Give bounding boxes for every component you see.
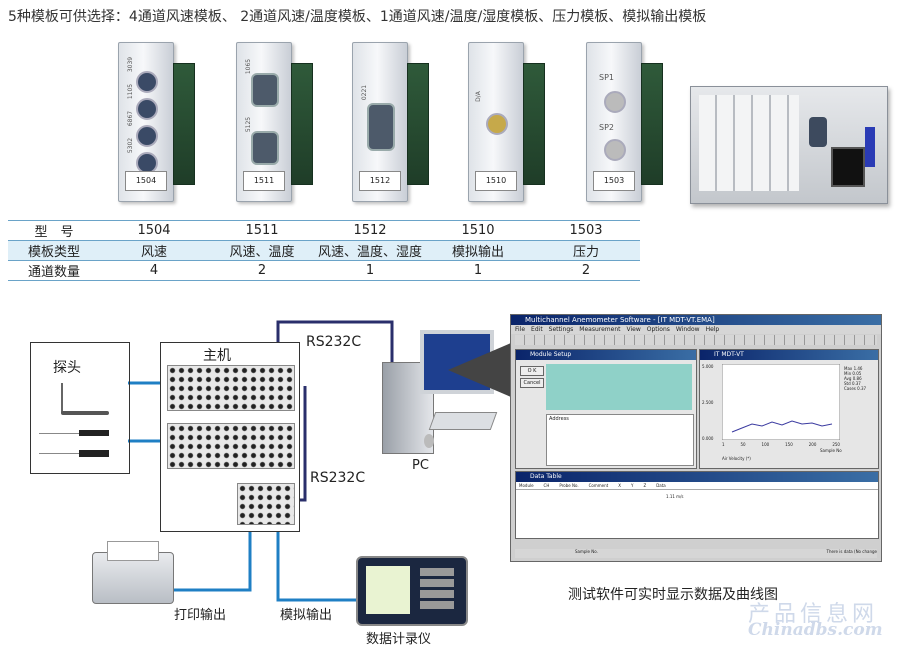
menu-item-file[interactable]: File <box>515 326 526 333</box>
db-connector-icon <box>251 131 279 165</box>
software-caption: 测试软件可实时显示数据及曲线图 <box>568 587 778 603</box>
module-card-1504: 3039 1105 6867 5302 1504 <box>118 42 195 202</box>
watermark-cn: 产品信息网 <box>748 602 879 627</box>
recorder-label: 数据计录仪 <box>366 632 432 647</box>
bnc-connector-icon <box>486 113 508 135</box>
mouse-icon <box>424 434 434 448</box>
keyboard-icon <box>428 412 498 430</box>
host-label: 主机 <box>203 348 231 364</box>
menu-item-help[interactable]: Help <box>705 326 720 333</box>
db-connector-icon <box>367 103 395 151</box>
stats-panel: Max 1.46 Min 0.05 Avg 0.86 Std 0.37 Case… <box>844 366 867 391</box>
menu-item-options[interactable]: Options <box>646 326 670 333</box>
menu-item-window[interactable]: Window <box>675 326 700 333</box>
status-bar: Sample No. There is data (No change <box>515 549 877 558</box>
card-label: 1510 <box>475 171 517 191</box>
rs232-label-top: RS232C <box>306 334 362 350</box>
menu-bar: File Edit Settings Measurement View Opti… <box>511 325 881 334</box>
watermark-en: Chinadbs.com <box>748 620 883 640</box>
module-setup-window: Module Setup O K Cancel Address <box>515 349 697 469</box>
host-module-icon <box>167 423 295 469</box>
chassis-image <box>690 86 888 204</box>
rs232-label-bottom: RS232C <box>310 470 366 486</box>
module-card-1512: 0221 1512 <box>352 42 429 202</box>
data-recorder-icon <box>356 556 468 626</box>
host-module-icon <box>237 483 295 525</box>
pressure-port-icon <box>604 91 626 113</box>
probe-icon <box>61 411 109 415</box>
probe-label: 探头 <box>53 360 81 376</box>
card-label: 1511 <box>243 171 285 191</box>
data-table-window: Data Table Module CH Probe No. Comment X… <box>515 471 879 539</box>
db-connector-icon <box>251 73 279 107</box>
software-title: Multichannel Anemometer Software - [IT M… <box>511 315 881 325</box>
software-window: Multichannel Anemometer Software - [IT M… <box>510 314 882 562</box>
host-box: 主机 <box>160 342 300 532</box>
toolbar <box>515 335 877 345</box>
printer-label: 打印输出 <box>174 608 227 623</box>
probe-icon <box>61 383 63 413</box>
probe-icon <box>79 450 109 457</box>
module-card-1503: SP1 SP2 1503 <box>586 42 663 202</box>
module-card-1510: D/A 1510 <box>468 42 545 202</box>
connector-icon <box>136 98 158 120</box>
connector-icon <box>136 71 158 93</box>
host-module-icon <box>167 365 295 411</box>
menu-item-settings[interactable]: Settings <box>548 326 574 333</box>
table-row: 模板类型 风速 风速、温度 风速、温度、湿度 模拟输出 压力 <box>8 240 640 261</box>
velocity-chart <box>722 364 840 440</box>
table-row: 型 号 1504 1511 1512 1510 1503 <box>8 220 640 241</box>
menu-item-edit[interactable]: Edit <box>531 326 543 333</box>
table-row: 通道数量 4 2 1 1 2 <box>8 260 640 281</box>
connector-icon <box>136 125 158 147</box>
card-label: 1512 <box>359 171 401 191</box>
card-label: 1503 <box>593 171 635 191</box>
pressure-port-icon <box>604 139 626 161</box>
ok-button[interactable]: O K <box>520 366 544 376</box>
spec-table: 型 号 1504 1511 1512 1510 1503 模板类型 风速 风速、… <box>8 220 640 281</box>
analog-output-label: 模拟输出 <box>280 608 333 623</box>
menu-item-measurement[interactable]: Measurement <box>579 326 621 333</box>
menu-item-view[interactable]: View <box>626 326 641 333</box>
cancel-button[interactable]: Cancel <box>520 378 544 388</box>
printer-icon <box>92 541 174 604</box>
page-title: 5种模板可供选择：4通道风速模板、 2通道风速/温度模板、1通道风速/温度/湿度… <box>8 9 707 25</box>
chart-window: IT MDT-VT 5.000 2.500 0.000 1 50 100 150… <box>699 349 879 469</box>
pc-label: PC <box>412 458 429 473</box>
probe-icon <box>79 430 109 436</box>
module-card-1511: 1065 5125 1511 <box>236 42 313 202</box>
probe-box: 探头 <box>30 342 130 474</box>
card-label: 1504 <box>125 171 167 191</box>
address-grid: Address <box>546 414 694 466</box>
